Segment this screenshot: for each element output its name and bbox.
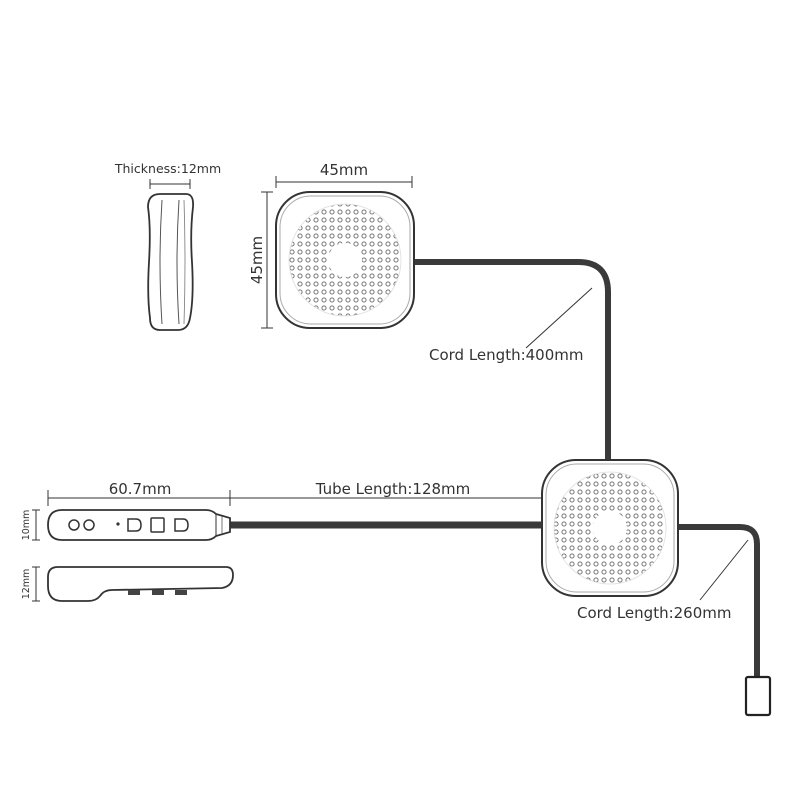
remote-button-4-icon — [150, 517, 165, 533]
cord-260-cable — [676, 524, 760, 678]
side-button-1-icon — [128, 590, 140, 595]
bottom-speaker — [541, 459, 679, 597]
cord-260-annotation: Cord Length:260mm — [577, 539, 749, 622]
remote-top-view — [47, 509, 231, 541]
remote-button-3-icon — [127, 518, 142, 532]
remote-button-5-icon — [174, 518, 189, 532]
cord-400-cable — [409, 259, 611, 465]
thickness-dimension: Thickness:12mm — [114, 161, 221, 189]
top-height-dimension: 45mm — [248, 191, 273, 329]
remote-thickness-dimension: 12mm — [21, 566, 40, 602]
thickness-label: Thickness:12mm — [114, 161, 221, 176]
top-height-label: 45mm — [248, 236, 266, 284]
cord-400-label: Cord Length:400mm — [429, 346, 584, 364]
remote-button-1-icon — [68, 519, 80, 531]
top-width-dimension: 45mm — [275, 161, 413, 188]
remote-length-dimension: 60.7mm — [47, 480, 231, 506]
cables — [228, 259, 772, 717]
top-speaker — [275, 191, 415, 329]
tube-length-label: Tube Length:128mm — [315, 480, 471, 498]
remote-height-label: 10mm — [21, 510, 32, 541]
remote-length-label: 60.7mm — [109, 480, 172, 498]
side-button-3-icon — [175, 590, 187, 595]
remote-height-dimension: 10mm — [21, 509, 40, 541]
remote-side-view — [47, 566, 234, 602]
speaker-side-view — [147, 193, 195, 331]
tube-length-dimension: Tube Length:128mm — [230, 480, 543, 506]
cord-400-annotation: Cord Length:400mm — [429, 287, 593, 364]
remote-thickness-label: 12mm — [21, 569, 32, 600]
top-width-label: 45mm — [320, 161, 368, 179]
remote-button-2-icon — [83, 519, 95, 531]
usb-connector — [744, 675, 772, 717]
cord-260-label: Cord Length:260mm — [577, 604, 732, 622]
side-button-2-icon — [152, 590, 164, 595]
